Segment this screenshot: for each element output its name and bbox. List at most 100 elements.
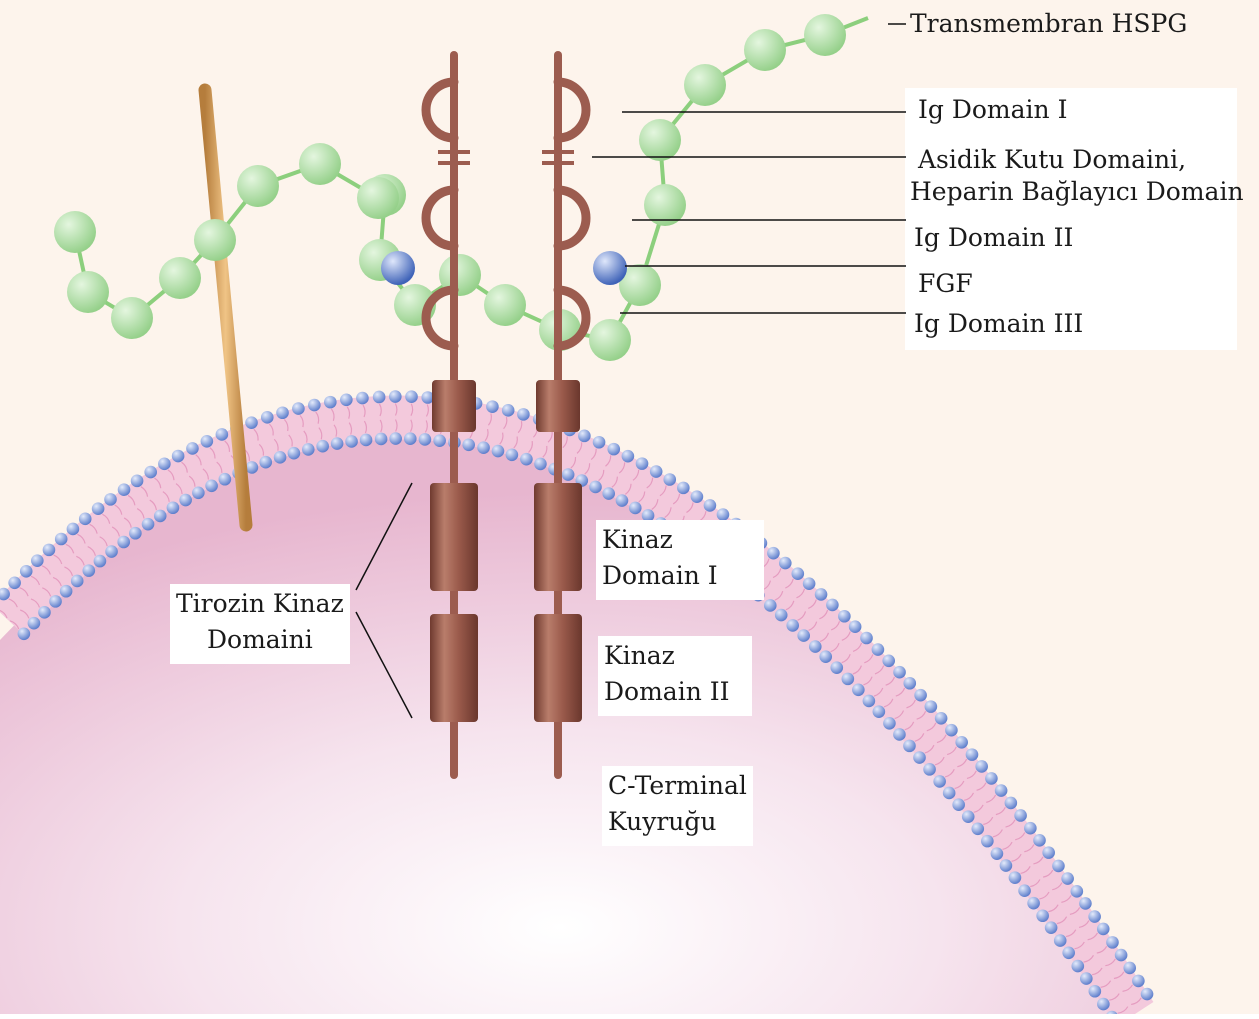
phospholipid-head-inner-59: [786, 619, 799, 632]
phospholipid-head-inner-91: [1097, 998, 1110, 1011]
label-ig-domain-3-text: Ig Domain III: [914, 306, 1083, 342]
phospholipid-head-outer-84: [1071, 885, 1084, 898]
phospholipid-head-inner-36: [492, 445, 505, 458]
phospholipid-head-inner-83: [1027, 897, 1040, 910]
hspg-bead-1-2: [111, 297, 153, 339]
hspg-bead-0-10: [684, 64, 726, 106]
label-ig-domain-2: Ig Domain II: [914, 220, 1073, 256]
phospholipid-head-inner-66: [863, 695, 876, 708]
phospholipid-head-outer-77: [1005, 797, 1018, 810]
phospholipid-head-inner-9: [117, 536, 130, 549]
phospholipid-head-inner-90: [1089, 985, 1102, 998]
phospholipid-head-inner-0: [18, 627, 31, 640]
phospholipid-head-outer-47: [663, 473, 676, 486]
label-c-terminal-tail: C-Terminal Kuyruğu: [602, 766, 753, 846]
phospholipid-head-outer-87: [1097, 923, 1110, 936]
phospholipid-head-outer-82: [1052, 860, 1065, 873]
label-acidic-box-line1: Asidik Kutu Domaini,: [910, 142, 1244, 178]
phospholipid-head-inner-64: [842, 673, 855, 686]
phospholipid-head-outer-90: [1123, 962, 1136, 975]
phospholipid-head-outer-11: [118, 483, 131, 496]
fgf-ligand-right: [593, 251, 627, 285]
phospholipid-head-inner-29: [389, 432, 402, 445]
phospholipid-head-outer-66: [893, 666, 906, 679]
phospholipid-head-outer-72: [955, 736, 968, 749]
phospholipid-head-outer-49: [691, 490, 704, 503]
phospholipid-head-outer-3: [20, 565, 33, 578]
phospholipid-head-inner-86: [1054, 934, 1067, 947]
phospholipid-head-inner-34: [462, 438, 475, 451]
phospholipid-head-inner-24: [316, 440, 329, 453]
phospholipid-head-inner-44: [602, 487, 615, 500]
label-fgf: FGF: [918, 266, 973, 302]
phospholipid-head-inner-41: [562, 468, 575, 481]
phospholipid-head-inner-76: [962, 810, 975, 823]
hspg-bead-0-9: [639, 119, 681, 161]
phospholipid-head-outer-75: [985, 772, 998, 785]
phospholipid-head-outer-13: [144, 466, 157, 479]
phospholipid-head-outer-20: [245, 416, 258, 429]
phospholipid-head-outer-29: [389, 390, 402, 403]
phospholipid-head-outer-63: [860, 632, 873, 645]
phospholipid-head-inner-57: [764, 599, 777, 612]
hspg-bead-1-3: [159, 257, 201, 299]
phospholipid-head-outer-71: [945, 724, 958, 737]
kinase-domain-2-left: [430, 614, 478, 722]
phospholipid-head-outer-9: [92, 502, 105, 515]
label-c-terminal-line2: Kuyruğu: [608, 804, 747, 840]
label-c-terminal-line1: C-Terminal: [608, 768, 747, 804]
phospholipid-head-inner-75: [952, 798, 965, 811]
phospholipid-head-outer-88: [1106, 936, 1119, 949]
kinase-domain-1-left: [430, 483, 478, 591]
phospholipid-head-inner-31: [419, 433, 432, 446]
phospholipid-head-inner-65: [852, 683, 865, 696]
phospholipid-head-inner-87: [1062, 947, 1075, 960]
phospholipid-head-inner-85: [1045, 921, 1058, 934]
label-kinase-2-line2: Domain II: [604, 674, 746, 710]
phospholipid-head-outer-80: [1033, 834, 1046, 847]
phospholipid-head-outer-92: [1141, 988, 1154, 1001]
phospholipid-head-inner-63: [830, 661, 843, 674]
phospholipid-head-inner-39: [534, 458, 547, 471]
phospholipid-head-outer-55: [767, 547, 780, 560]
phospholipid-head-outer-57: [791, 567, 804, 580]
phospholipid-head-inner-43: [589, 481, 602, 494]
phospholipid-head-outer-62: [849, 620, 862, 633]
phospholipid-head-inner-5: [71, 575, 84, 588]
phospholipid-head-inner-89: [1080, 972, 1093, 985]
label-transmembrane-hspg: Transmembran HSPG: [910, 6, 1187, 42]
transmembrane-domain-right: [536, 380, 580, 432]
phospholipid-head-inner-32: [433, 434, 446, 447]
phospholipid-head-outer-91: [1132, 975, 1145, 988]
phospholipid-head-inner-70: [903, 740, 916, 753]
phospholipid-head-inner-23: [302, 443, 315, 456]
phospholipid-head-inner-79: [991, 847, 1004, 860]
phospholipid-head-inner-38: [520, 453, 533, 466]
phospholipid-head-outer-37: [517, 408, 530, 421]
phospholipid-head-outer-89: [1115, 949, 1128, 962]
phospholipid-head-outer-73: [966, 748, 979, 761]
phospholipid-head-inner-20: [259, 456, 272, 469]
phospholipid-head-inner-68: [883, 717, 896, 730]
phospholipid-head-inner-14: [179, 494, 192, 507]
phospholipid-head-outer-21: [261, 411, 274, 424]
phospholipid-head-outer-70: [935, 712, 948, 725]
phospholipid-head-outer-69: [925, 700, 938, 713]
label-transmembrane-hspg-text: Transmembran HSPG: [910, 6, 1187, 42]
transmembrane-domain-left: [432, 380, 476, 432]
phospholipid-head-outer-2: [8, 576, 21, 589]
phospholipid-head-outer-18: [216, 428, 229, 441]
phospholipid-head-inner-69: [893, 728, 906, 741]
phospholipid-head-outer-6: [55, 533, 68, 546]
phospholipid-head-outer-81: [1042, 846, 1055, 859]
phospholipid-head-outer-16: [186, 442, 199, 455]
hspg-bead-0-4: [484, 284, 526, 326]
hspg-bead-0-12: [804, 14, 846, 56]
phospholipid-head-inner-26: [345, 435, 358, 448]
phospholipid-head-inner-37: [506, 448, 519, 461]
phospholipid-head-outer-43: [607, 443, 620, 456]
phospholipid-head-inner-88: [1071, 960, 1084, 973]
phospholipid-head-outer-59: [815, 588, 828, 601]
phospholipid-head-inner-17: [219, 473, 232, 486]
phospholipid-head-outer-67: [903, 677, 916, 690]
